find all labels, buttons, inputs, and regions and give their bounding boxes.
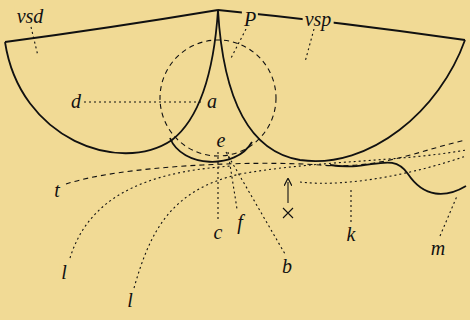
part-label: e — [215, 130, 228, 150]
part-label: b — [280, 256, 294, 276]
part-label: m — [429, 238, 447, 258]
middle-arc — [170, 138, 252, 162]
dotted-line — [300, 156, 466, 183]
part-label: d — [69, 91, 83, 111]
part-label: c — [212, 222, 225, 242]
leader-line — [305, 29, 314, 62]
leader-line — [228, 152, 237, 209]
part-label: vsp — [303, 9, 334, 29]
left-lobe — [5, 10, 218, 153]
part-label: l — [125, 290, 135, 310]
part-label: a — [205, 91, 219, 111]
dashed-line — [66, 140, 466, 184]
part-label: vsd — [15, 6, 46, 26]
cross-mark — [283, 208, 293, 218]
right-lobe — [218, 10, 465, 40]
leader-line — [230, 29, 246, 60]
part-label: P — [242, 9, 258, 29]
part-label: f — [235, 212, 245, 232]
part-label: t — [52, 180, 62, 200]
part-label: k — [345, 224, 358, 244]
leader-line — [226, 152, 285, 254]
leader-line — [217, 152, 218, 220]
leader-line — [440, 196, 457, 236]
dotted-line — [134, 150, 466, 288]
dashed-circle — [160, 40, 276, 156]
dotted-line — [70, 166, 232, 258]
part-label: l — [59, 262, 69, 282]
leader-line — [350, 190, 351, 222]
direction-arrow — [287, 182, 288, 203]
leader-line — [84, 101, 203, 102]
leader-line — [31, 27, 38, 56]
right-lobe — [218, 10, 465, 161]
wavy-line — [330, 162, 466, 193]
